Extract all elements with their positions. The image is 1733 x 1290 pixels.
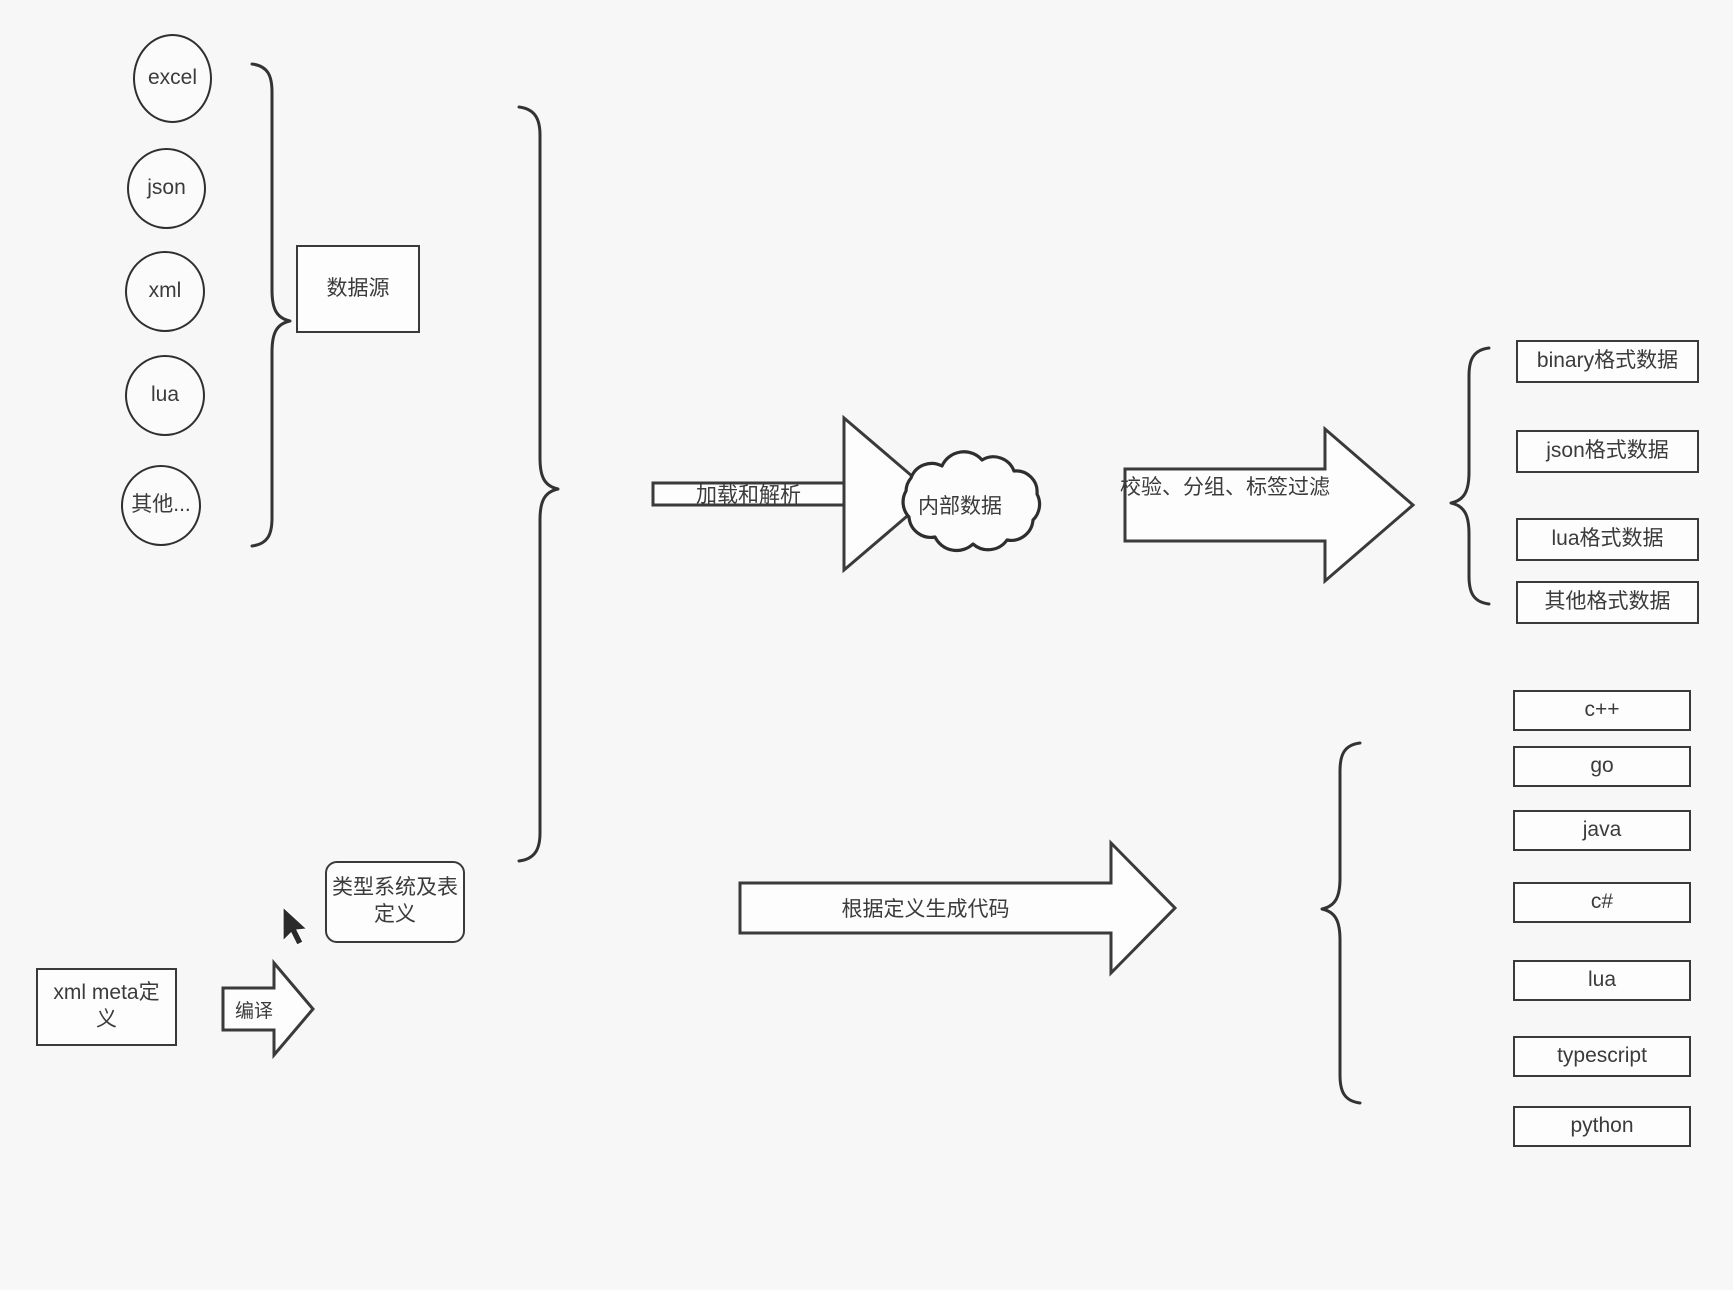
box-lang-cpp[interactable]: c++ — [1513, 690, 1691, 731]
mouse-cursor-icon — [282, 905, 309, 946]
source-circle-json[interactable]: json — [127, 148, 206, 229]
arrow-generate-code-label-wrap: 根据定义生成代码 — [740, 883, 1111, 933]
box-lang-python-label: python — [1570, 1114, 1634, 1138]
box-xml-meta-definition[interactable]: xml meta定 义 — [36, 968, 177, 1046]
box-lang-cpp-label: c++ — [1584, 698, 1620, 722]
box-lang-csharp-label: c# — [1590, 890, 1614, 914]
box-lang-go-label: go — [1590, 754, 1614, 778]
source-circle-other-label: 其他... — [131, 493, 191, 517]
source-circle-excel-label: excel — [147, 66, 198, 90]
box-type-system-definition[interactable]: 类型系统及表 定义 — [325, 861, 465, 943]
box-type-system-definition-label: 类型系统及表 定义 — [332, 876, 458, 926]
box-format-lua[interactable]: lua格式数据 — [1516, 518, 1699, 561]
brace-output-languages — [1320, 741, 1362, 1105]
box-lang-typescript-label: typescript — [1557, 1044, 1647, 1068]
box-format-other[interactable]: 其他格式数据 — [1516, 581, 1699, 624]
box-format-json[interactable]: json格式数据 — [1516, 430, 1699, 473]
arrow-compile-label-wrap: 编译 — [223, 988, 285, 1030]
box-xml-meta-definition-label: xml meta定 义 — [53, 981, 160, 1031]
box-data-source[interactable]: 数据源 — [296, 245, 420, 333]
box-format-json-label: json格式数据 — [1546, 439, 1669, 463]
source-circle-lua-label: lua — [150, 383, 180, 407]
box-lang-lua-label: lua — [1587, 968, 1617, 992]
box-lang-python[interactable]: python — [1513, 1106, 1691, 1147]
brace-data-sources — [250, 62, 292, 548]
brace-output-formats — [1449, 346, 1491, 606]
box-lang-java-label: java — [1582, 818, 1622, 842]
source-circle-lua[interactable]: lua — [125, 355, 205, 436]
arrow-load-parse-label-wrap: 加载和解析 — [653, 468, 844, 520]
box-format-binary-label: binary格式数据 — [1536, 349, 1679, 373]
arrow-validate-label-wrap: 校验、分组、标签过滤 — [1120, 460, 1330, 512]
arrow-validate-label: 校验、分组、标签过滤 — [1120, 476, 1330, 499]
brace-pipeline-input — [517, 105, 560, 863]
box-lang-csharp[interactable]: c# — [1513, 882, 1691, 923]
box-lang-go[interactable]: go — [1513, 746, 1691, 787]
arrow-load-parse-label: 加载和解析 — [696, 484, 801, 507]
box-lang-typescript[interactable]: typescript — [1513, 1036, 1691, 1077]
box-lang-lua[interactable]: lua — [1513, 960, 1691, 1001]
source-circle-xml[interactable]: xml — [125, 251, 205, 332]
box-format-lua-label: lua格式数据 — [1551, 527, 1664, 551]
box-lang-java[interactable]: java — [1513, 810, 1691, 851]
source-circle-json-label: json — [147, 176, 186, 200]
cloud-internal-data-label: 内部数据 — [918, 495, 1002, 518]
box-format-other-label: 其他格式数据 — [1544, 590, 1671, 614]
cloud-internal-data-label-wrap: 内部数据 — [905, 480, 1015, 530]
source-circle-xml-label: xml — [148, 279, 182, 303]
box-data-source-label: 数据源 — [326, 276, 390, 300]
box-format-binary[interactable]: binary格式数据 — [1516, 340, 1699, 383]
source-circle-excel[interactable]: excel — [133, 34, 212, 123]
source-circle-other[interactable]: 其他... — [121, 465, 201, 546]
arrow-generate-code-label: 根据定义生成代码 — [841, 898, 1010, 921]
arrow-compile-label: 编译 — [234, 1000, 273, 1022]
